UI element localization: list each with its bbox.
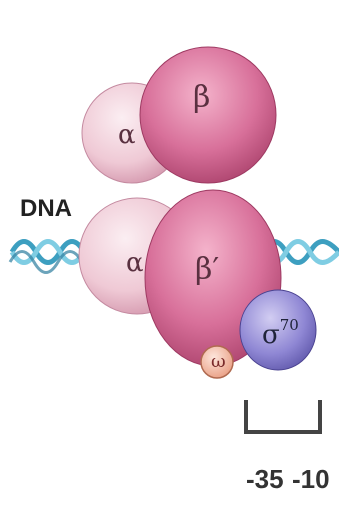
omega-label: ω	[211, 353, 226, 371]
beta-prime-label: β′	[195, 255, 219, 285]
alpha-label-bottom: α	[126, 250, 144, 276]
alpha-label-top: α	[118, 122, 136, 148]
beta-label: β	[193, 83, 210, 113]
position-minus10-label: -10	[292, 466, 330, 492]
sigma-superscript: 70	[280, 316, 299, 334]
dna-label: DNA	[20, 197, 72, 221]
sigma-symbol: σ	[262, 320, 280, 350]
promoter-bracket	[246, 400, 320, 432]
sigma70-label: σ70	[262, 322, 299, 348]
position-minus35-label: -35	[246, 466, 284, 492]
beta-subunit	[140, 47, 276, 183]
